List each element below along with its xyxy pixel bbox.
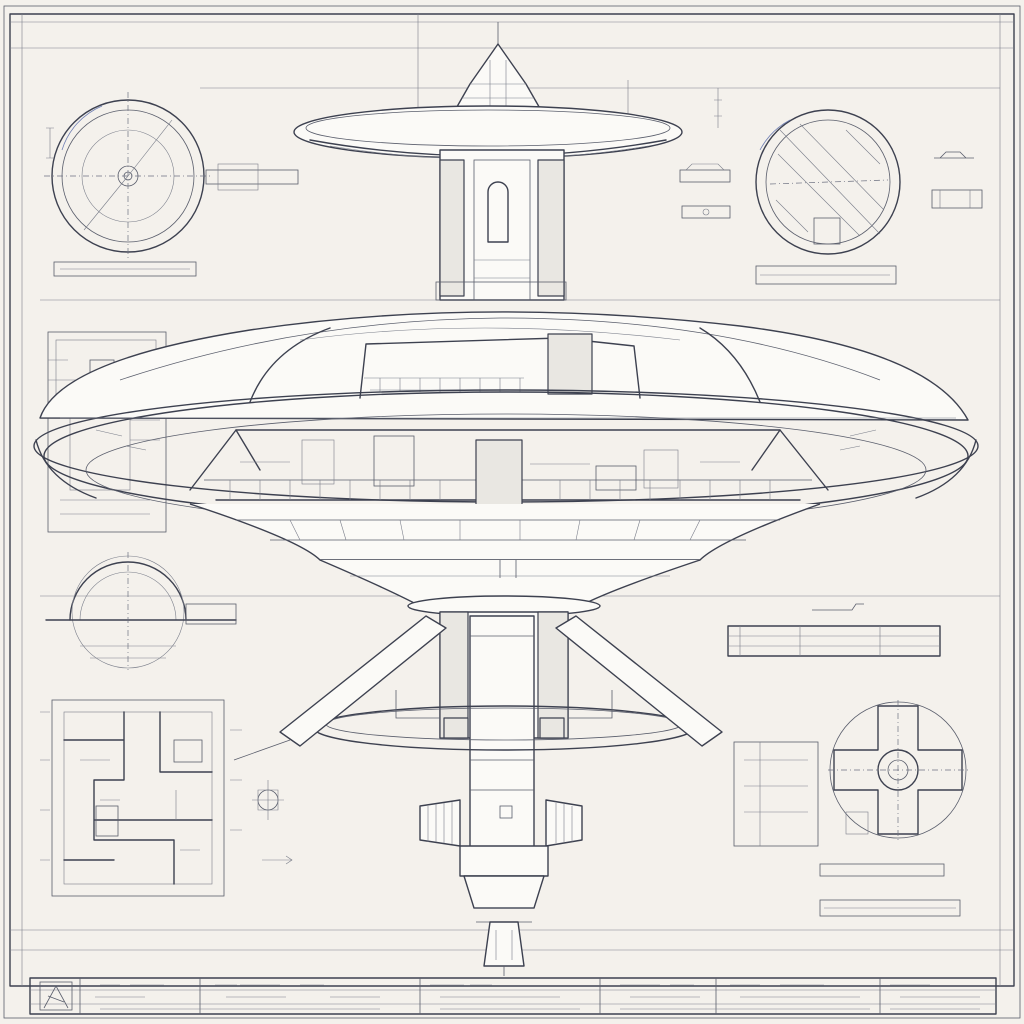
station-lower-hull <box>189 503 821 607</box>
station-lower-ring <box>233 615 723 761</box>
station-central-column <box>407 595 601 887</box>
station-saucer-dome <box>39 311 969 421</box>
title-block <box>29 977 997 1015</box>
station-base-nozzle <box>459 845 549 976</box>
detail-plan-circular-top-right <box>755 109 901 285</box>
station-main-drawing <box>33 22 979 976</box>
detail-bar-elevation-right <box>727 603 941 657</box>
station-lower-platforms <box>419 799 583 847</box>
station-upper-column <box>435 149 567 301</box>
detail-hub-plan-right <box>828 700 968 840</box>
detail-floor-plan-bottom-left <box>40 699 242 897</box>
station-top-spire <box>453 22 543 113</box>
detail-small-part-left <box>252 780 293 865</box>
detail-plan-circular-top-left <box>44 92 299 277</box>
station-interior-decks <box>189 429 829 511</box>
title-block-logo <box>39 981 73 1011</box>
detail-small-parts-top-right <box>679 88 983 219</box>
detail-section-bottom-right <box>733 741 961 917</box>
sheet-border <box>3 5 1021 1019</box>
detail-dome-elevation-left <box>45 552 237 670</box>
